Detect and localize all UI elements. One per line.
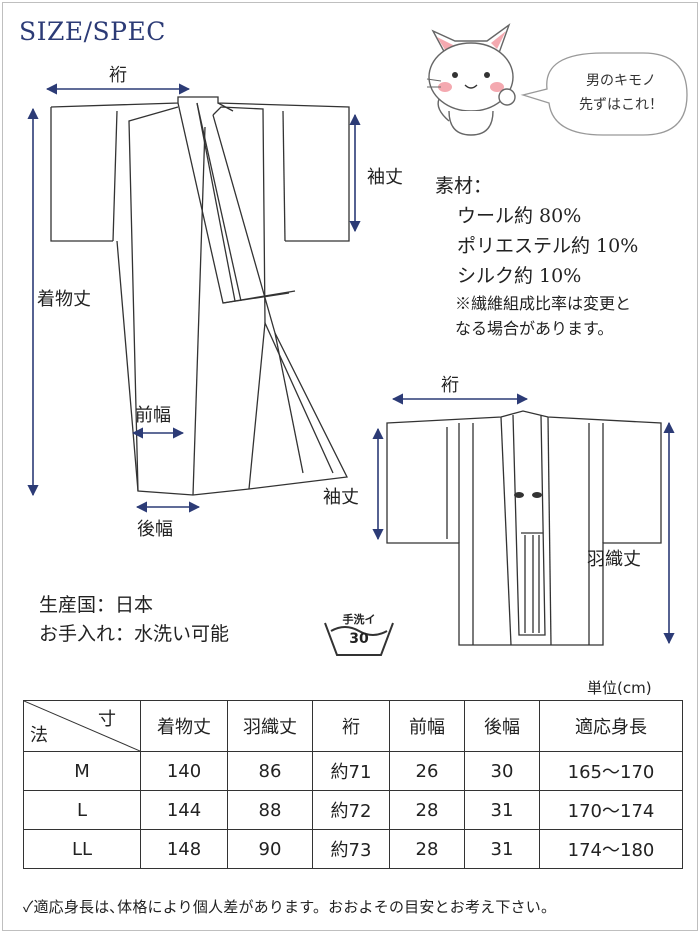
kimono-drawing <box>50 96 350 496</box>
corner-top-label: 寸 <box>98 709 116 730</box>
kimono-maehaba-label: 前幅 <box>135 405 171 426</box>
size-table: 寸 法 着物丈 羽織丈 裄 前幅 後幅 適応身長 M 140 86 約71 26… <box>23 700 683 869</box>
kimono-yuki-label: 裄 <box>109 65 127 86</box>
table-row: LL 148 90 約73 28 31 174～180 <box>23 829 683 869</box>
care-instructions: お手入れ：水洗い可能 <box>39 623 230 645</box>
kimono-sodetake-label: 袖丈 <box>367 167 403 188</box>
haori-drawing <box>386 410 662 646</box>
origin-block: 生産国：日本 お手入れ：水洗い可能 <box>39 591 229 649</box>
kimono-kimonotake-label: 着物丈 <box>37 289 91 310</box>
table-cell: 30 <box>464 751 540 791</box>
size-cell: L <box>23 790 141 830</box>
bubble-line-2: 先ずはこれ！ <box>579 97 663 113</box>
table-cell: 174～180 <box>539 829 683 869</box>
table-cell: 88 <box>227 790 313 830</box>
corner-bottom-label: 法 <box>30 725 48 746</box>
footnote: ✓適応身長は､体格により個人差があります。おおよその目安とお考え下さい。 <box>23 898 557 916</box>
material-item: ウール約 80% <box>457 205 582 227</box>
size-cell: LL <box>23 829 141 869</box>
material-item: ポリエステル約 10% <box>457 235 639 257</box>
haori-himo <box>514 492 542 498</box>
cat-mascot-icon <box>426 23 516 136</box>
column-header: 後幅 <box>464 700 540 752</box>
wash-icon-label: 手洗イ <box>342 613 376 626</box>
table-cell: 28 <box>389 829 465 869</box>
table-cell: 約72 <box>312 790 390 830</box>
bubble-line-1: 男のキモノ <box>586 73 656 89</box>
table-cell: 165～170 <box>539 751 683 791</box>
haori-yuki-label: 裄 <box>441 375 459 396</box>
table-cell: 170～174 <box>539 790 683 830</box>
corner-diagonal <box>24 701 140 751</box>
column-header: 羽織丈 <box>227 700 313 752</box>
material-heading: 素材： <box>435 175 493 197</box>
hand-wash-30-icon <box>324 622 394 656</box>
table-cell: 約71 <box>312 751 390 791</box>
unit-label: 単位(cm) <box>587 679 652 697</box>
page-title: SIZE/SPEC <box>19 17 166 46</box>
haori-haoritake-label: 羽織丈 <box>587 549 641 570</box>
table-cell: 86 <box>227 751 313 791</box>
table-cell: 31 <box>464 790 540 830</box>
column-header: 裄 <box>312 700 390 752</box>
table-cell: 148 <box>140 829 228 869</box>
table-cell: 144 <box>140 790 228 830</box>
garment-diagrams <box>27 23 688 656</box>
table-cell: 90 <box>227 829 313 869</box>
table-cell: 31 <box>464 829 540 869</box>
size-cell: M <box>23 751 141 791</box>
column-header: 適応身長 <box>539 700 683 752</box>
corner-cell: 寸 法 <box>23 700 141 752</box>
speech-bubble-text: 男のキモノ 先ずはこれ！ <box>569 69 673 117</box>
material-block: 素材： ウール約 80% ポリエステル約 10% シルク約 10% ※繊維組成比… <box>435 171 638 341</box>
kimono-ushirohaba-label: 後幅 <box>137 519 173 540</box>
material-item: シルク約 10% <box>457 265 582 287</box>
material-note: ※繊維組成比率は変更と <box>455 294 632 313</box>
table-cell: 140 <box>140 751 228 791</box>
speech-bubble <box>520 52 688 136</box>
haori-sodetake-label: 袖丈 <box>323 487 359 508</box>
table-row: M 140 86 約71 26 30 165～170 <box>23 751 683 791</box>
table-cell: 28 <box>389 790 465 830</box>
wash-icon-temp: 30 <box>349 631 369 647</box>
table-header-row: 寸 法 着物丈 羽織丈 裄 前幅 後幅 適応身長 <box>23 700 683 752</box>
table-cell: 約73 <box>312 829 390 869</box>
table-cell: 26 <box>389 751 465 791</box>
table-row: L 144 88 約72 28 31 170～174 <box>23 790 683 830</box>
column-header: 着物丈 <box>140 700 228 752</box>
column-header: 前幅 <box>389 700 465 752</box>
origin-country: 生産国：日本 <box>39 594 154 616</box>
material-note: なる場合があります。 <box>455 319 614 338</box>
